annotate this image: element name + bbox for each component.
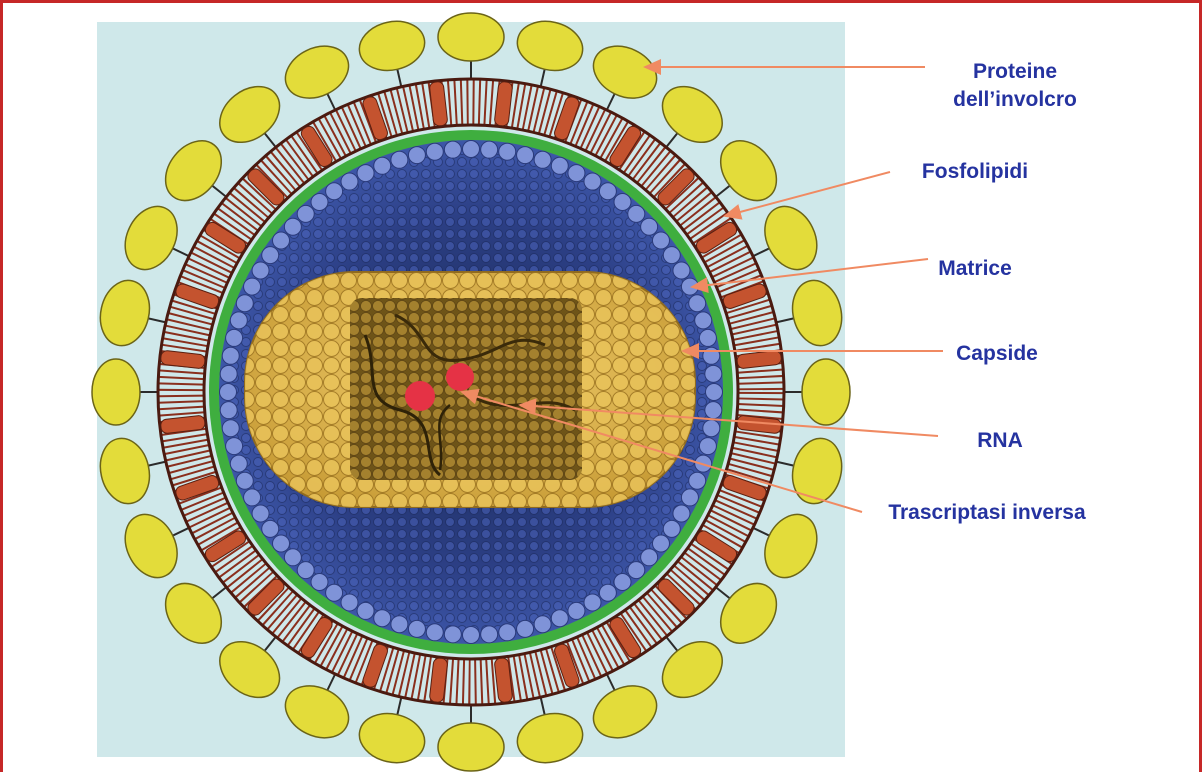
matrix-bead — [663, 247, 680, 264]
matrix-bead — [444, 141, 461, 158]
matrix-bead — [391, 616, 408, 633]
matrix-bead — [673, 505, 690, 522]
matrix-bead — [705, 402, 722, 419]
matrix-bead — [481, 626, 498, 643]
matrix-bead — [663, 520, 680, 537]
matrix-bead — [463, 627, 480, 644]
label-trascriptasi-inversa: Trascriptasi inversa — [872, 499, 1102, 527]
label-capside: Capside — [942, 340, 1052, 368]
matrix-bead — [599, 183, 616, 200]
reverse-transcriptase-1 — [405, 381, 435, 411]
matrix-bead — [652, 535, 669, 552]
matrix-bead — [222, 347, 239, 364]
matrix-bead — [703, 420, 720, 437]
matrix-bead — [226, 438, 243, 455]
matrix-bead — [262, 247, 279, 264]
matrix-bead — [641, 549, 658, 566]
matrix-bead — [284, 218, 301, 235]
matrix-bead — [534, 616, 551, 633]
matrix-bead — [244, 489, 261, 506]
matrix-bead — [652, 232, 669, 249]
label-fosfolipidi: Fosfolipidi — [905, 158, 1045, 186]
envelope-protein — [438, 13, 504, 61]
matrix-bead — [584, 173, 601, 190]
matrix-bead — [673, 262, 690, 279]
matrix-bead — [341, 594, 358, 611]
matrix-bead — [357, 602, 374, 619]
matrix-bead — [222, 420, 239, 437]
matrix-bead — [641, 218, 658, 235]
label-proteine-line2: dell’involcro — [930, 86, 1100, 114]
matrix-bead — [426, 143, 443, 160]
matrix-bead — [230, 312, 247, 329]
matrix-bead — [326, 183, 343, 200]
label-proteine-involcro: Proteine dell’involcro — [930, 58, 1100, 114]
matrix-bead — [341, 173, 358, 190]
matrix-bead — [284, 549, 301, 566]
matrix-bead — [220, 402, 237, 419]
matrix-bead — [262, 520, 279, 537]
matrix-bead — [481, 141, 498, 158]
matrix-bead — [628, 205, 645, 222]
matrix-bead — [252, 262, 269, 279]
matrix-bead — [628, 562, 645, 579]
matrix-bead — [311, 573, 328, 590]
matrix-bead — [408, 147, 425, 164]
matrix-bead — [391, 151, 408, 168]
matrix-bead — [273, 535, 290, 552]
matrix-bead — [568, 602, 585, 619]
matrix-bead — [699, 329, 716, 346]
matrix-bead — [551, 610, 568, 627]
matrix-bead — [614, 573, 631, 590]
label-matrice: Matrice — [925, 255, 1025, 283]
matrix-bead — [689, 472, 706, 489]
matrix-bead — [326, 584, 343, 601]
label-rna: RNA — [960, 427, 1040, 455]
envelope-protein — [802, 359, 850, 425]
matrix-bead — [695, 312, 712, 329]
matrix-bead — [236, 295, 253, 312]
matrix-bead — [252, 505, 269, 522]
matrix-bead — [236, 472, 253, 489]
matrix-bead — [444, 626, 461, 643]
matrix-bead — [273, 232, 290, 249]
matrix-bead — [614, 194, 631, 211]
matrix-bead — [499, 143, 516, 160]
matrix-bead — [357, 165, 374, 182]
matrix-bead — [220, 384, 237, 401]
matrix-bead — [220, 365, 237, 382]
matrix-bead — [706, 384, 723, 401]
envelope-protein — [92, 359, 140, 425]
matrix-bead — [699, 438, 716, 455]
matrix-bead — [689, 295, 706, 312]
matrix-bead — [374, 610, 391, 627]
matrix-bead — [551, 157, 568, 174]
matrix-bead — [568, 165, 585, 182]
matrix-bead — [534, 151, 551, 168]
matrix-bead — [681, 489, 698, 506]
reverse-transcriptase-2 — [446, 363, 474, 391]
matrix-bead — [426, 624, 443, 641]
matrix-bead — [703, 347, 720, 364]
envelope-protein — [438, 723, 504, 771]
matrix-bead — [230, 455, 247, 472]
matrix-bead — [311, 194, 328, 211]
matrix-bead — [705, 365, 722, 382]
matrix-bead — [517, 147, 534, 164]
matrix-bead — [297, 205, 314, 222]
matrix-bead — [226, 329, 243, 346]
matrix-bead — [499, 624, 516, 641]
label-proteine-line1: Proteine — [930, 58, 1100, 86]
matrix-bead — [408, 620, 425, 637]
matrix-bead — [599, 584, 616, 601]
matrix-bead — [297, 562, 314, 579]
matrix-bead — [244, 278, 261, 295]
matrix-bead — [517, 620, 534, 637]
matrix-bead — [463, 141, 480, 158]
matrix-bead — [374, 157, 391, 174]
matrix-bead — [584, 594, 601, 611]
